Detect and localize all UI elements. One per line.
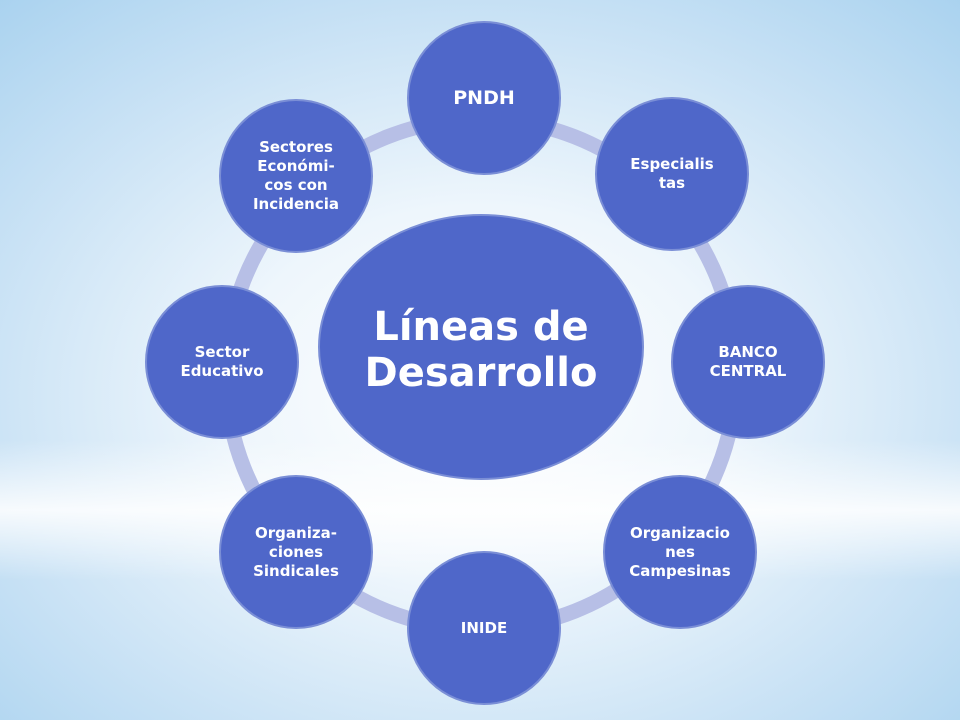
node-organizaciones-sindicales — [219, 475, 373, 629]
node-banco-central — [671, 285, 825, 439]
node-label-banco-central: BANCO CENTRAL — [709, 343, 787, 380]
node-sectores-economicos — [219, 99, 373, 253]
node-sector-educativo — [145, 285, 299, 439]
node-label-sector-educativo: Sector Educativo — [180, 343, 264, 380]
center-node — [318, 214, 644, 480]
node-label-inide: INIDE — [460, 618, 508, 637]
node-label-especialistas: Especialis tas — [630, 155, 714, 192]
node-pndh — [407, 21, 561, 175]
node-inide — [407, 551, 561, 705]
node-especialistas — [595, 97, 749, 251]
node-label-organizaciones-sindicales: Organiza- ciones Sindicales — [253, 523, 339, 580]
node-label-sectores-economicos: Sectores Económi- cos con Incidencia — [252, 138, 340, 213]
node-label-organizaciones-campesinas: Organizacio nes Campesinas — [629, 523, 731, 580]
center-label: Líneas de Desarrollo — [364, 304, 598, 396]
node-organizaciones-campesinas — [603, 475, 757, 629]
node-label-pndh: PNDH — [453, 86, 515, 109]
